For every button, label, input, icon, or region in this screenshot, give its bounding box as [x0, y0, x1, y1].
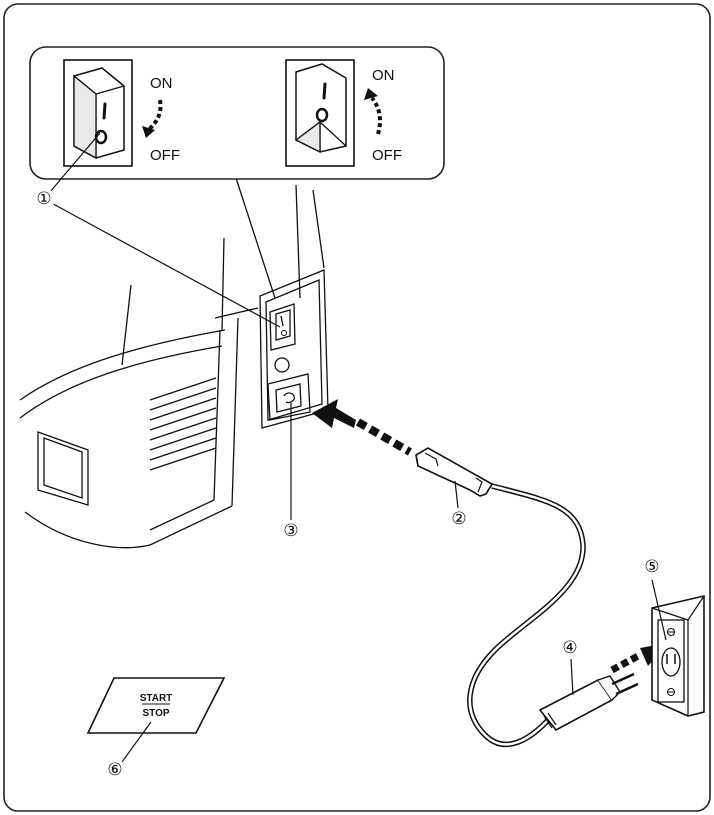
svg-text:⑥: ⑥ — [107, 760, 122, 780]
machine-plug — [415, 447, 494, 497]
machine-socket — [267, 373, 311, 421]
power-supply-plug — [538, 672, 639, 732]
panel-power-switch[interactable] — [269, 303, 296, 351]
power-cord — [467, 483, 586, 748]
svg-text:①: ① — [36, 189, 51, 209]
callout-machine-socket: ③ — [280, 403, 302, 542]
stop-label: STOP — [142, 708, 169, 719]
start-stop-button[interactable]: START STOP — [86, 677, 226, 734]
callout-power-switch: ① — [33, 132, 281, 328]
switch-detail-inset: ON OFF ON OFF — [29, 46, 445, 180]
label-off-right: OFF — [372, 147, 402, 164]
switch-off-illustration — [63, 59, 133, 167]
svg-text:②: ② — [451, 509, 466, 529]
label-off-left: OFF — [150, 147, 180, 164]
arrow-turn-on-icon — [364, 88, 382, 135]
svg-text:⑤: ⑤ — [644, 557, 659, 577]
arrow-turn-off-icon — [142, 99, 163, 138]
outer-frame — [3, 3, 711, 812]
wall-outlet — [651, 594, 705, 717]
vent-slots — [149, 377, 217, 471]
insert-arrow-machine — [312, 399, 412, 456]
callout-machine-plug: ② — [448, 480, 470, 530]
svg-text:③: ③ — [283, 521, 298, 541]
start-label: START — [140, 693, 173, 704]
callout-wall-outlet: ⑤ — [641, 556, 667, 641]
callout-power-supply-plug: ④ — [559, 637, 581, 696]
label-on-left: ON — [150, 75, 173, 92]
sewing-machine-illustration — [19, 177, 329, 549]
label-on-right: ON — [372, 67, 395, 84]
switch-on-illustration — [285, 59, 355, 167]
svg-text:④: ④ — [562, 638, 577, 658]
callout-start-stop: ⑥ — [104, 721, 152, 781]
